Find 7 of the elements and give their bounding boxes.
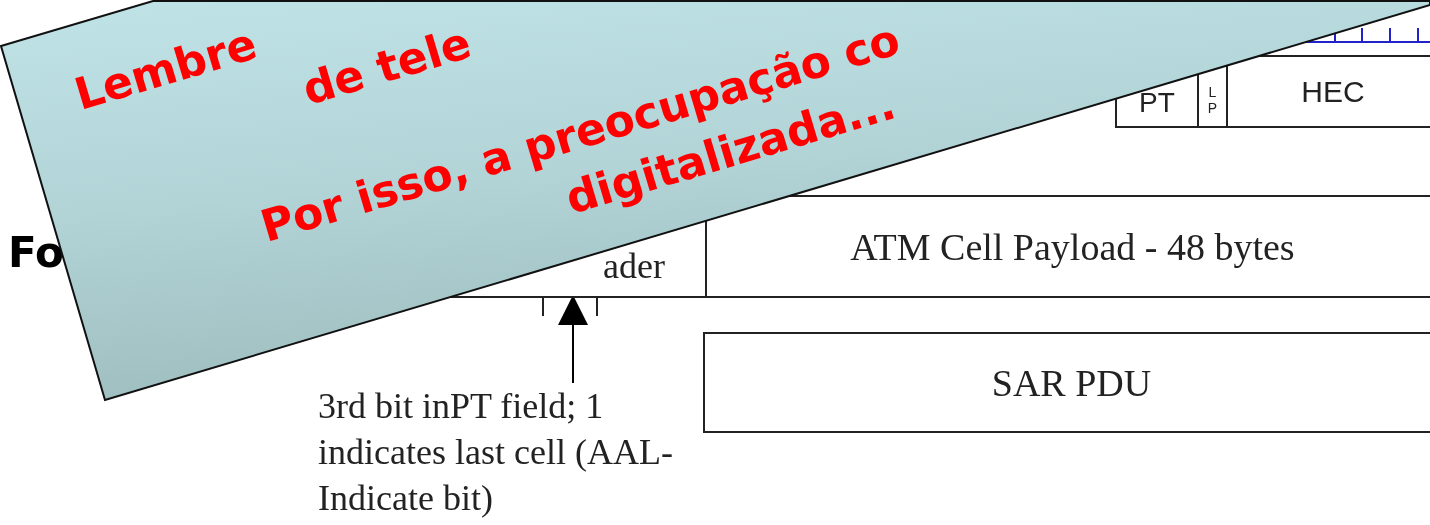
annotation-text: 3rd bit inPT field; 1 indicates last cell (AAL-Indicate bit) [318, 383, 688, 525]
sar-pdu-box: SAR PDU [703, 332, 1430, 433]
callout-text: de tele [297, 17, 477, 115]
slide-title: Fo [8, 228, 64, 277]
header-field: HEC [1226, 55, 1430, 128]
callout-text: Lembre [69, 18, 263, 120]
cell-payload-field: ATM Cell Payload - 48 bytes [705, 195, 1430, 298]
